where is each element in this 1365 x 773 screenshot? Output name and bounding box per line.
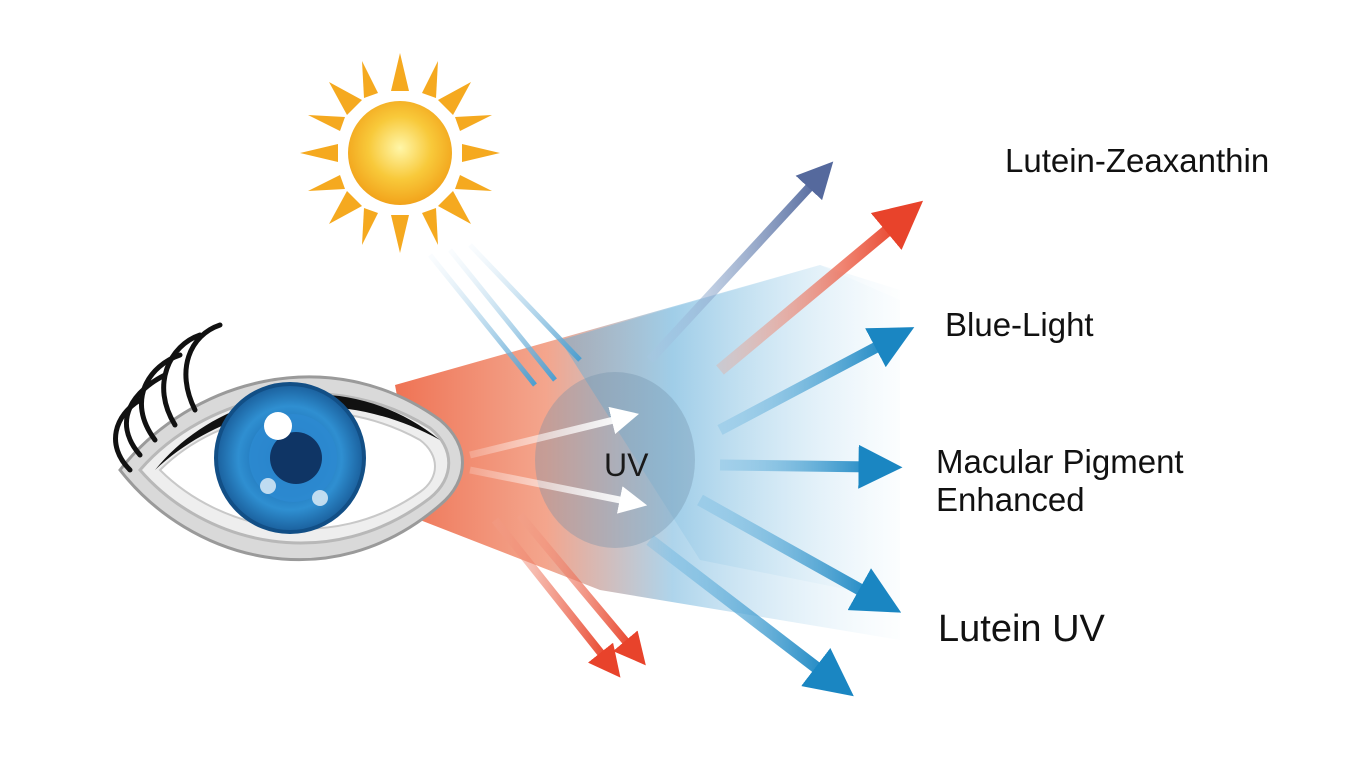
macular-pigment-label: Macular Pigment Enhanced [936, 443, 1184, 519]
macular-pigment-line2: Enhanced [936, 480, 1085, 518]
arrow-slate-up [646, 161, 834, 364]
arrow-red-down-1 [491, 517, 621, 678]
arrow-blue-2 [719, 444, 903, 489]
arrow-red-down-2 [516, 512, 646, 666]
lutein-zeaxanthin-label: Lutein-Zeaxanthin [1005, 142, 1270, 179]
outgoing-arrows [469, 161, 924, 697]
macular-pigment-line1: Macular Pigment [936, 443, 1184, 480]
arrow-blue-4 [646, 535, 854, 697]
uv-zone [535, 372, 695, 548]
uv-label: UV [604, 447, 649, 483]
arrow-red-up [716, 200, 924, 375]
arrow-white-2 [469, 466, 648, 514]
lutein-uv-label: Lutein UV [938, 608, 1105, 650]
arrow-white-1 [469, 406, 640, 459]
arrow-blue-1 [717, 327, 915, 435]
sun-icon [300, 53, 500, 253]
blue-light-label: Blue-Light [945, 306, 1094, 343]
sun-light-rays [428, 243, 582, 387]
eye-icon [113, 322, 464, 561]
arrow-blue-3 [697, 494, 902, 613]
